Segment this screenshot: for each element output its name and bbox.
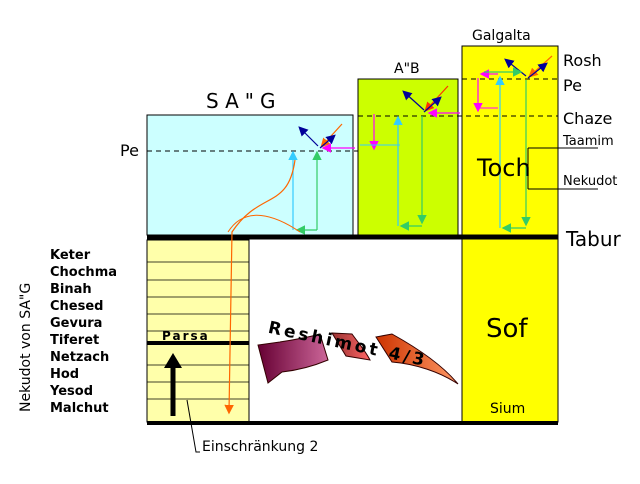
sefira-item: Keter [50, 248, 91, 263]
parsa-label: Parsa [162, 329, 210, 343]
sefira-item: Gevura [50, 316, 102, 331]
tabur-label: Tabur [565, 227, 622, 251]
pe-sag-label: Pe [120, 141, 139, 160]
sefira-item: Yesod [49, 384, 93, 399]
sefira-item: Chochma [50, 265, 117, 280]
sefira-item: Tiferet [50, 333, 99, 348]
sium-label: Sium [490, 401, 525, 417]
galgalta-title: Galgalta [472, 28, 531, 44]
sag-arrows [224, 123, 355, 415]
parsa-arrow-head [164, 353, 182, 368]
sag-box [146, 114, 354, 236]
ab-box [357, 78, 459, 236]
side-label: Nekudot von SA"G [18, 283, 34, 412]
reshimot-arrow-shape [257, 333, 329, 384]
reshimot-shapes [257, 332, 459, 385]
sefira-item: Malchut [50, 401, 109, 416]
taamim-label: Taamim [562, 134, 614, 149]
galgalta-arrows [473, 55, 553, 233]
sof-label: Sof [486, 314, 528, 344]
galgalta-box [461, 45, 559, 423]
ab-title: A"B [394, 61, 420, 77]
sefira-item: Netzach [50, 350, 109, 365]
rosh-label: Rosh [563, 51, 602, 70]
chaze-label: Chaze [563, 109, 612, 128]
restriction-pointer [186, 399, 200, 453]
toch-label: Toch [476, 154, 531, 182]
sefira-item: Hod [50, 367, 79, 382]
nekudot-label: Nekudot [563, 174, 617, 189]
pe-galgalta-label: Pe [563, 76, 582, 95]
sefira-item: Chesed [50, 299, 103, 314]
reshimot-band-2 [331, 332, 371, 361]
ab-arrows [360, 85, 460, 231]
sefirot-list: Keter Chochma Binah Chesed Gevura Tifere… [49, 248, 117, 416]
restriction-label: Einschränkung 2 [202, 439, 318, 455]
sag-title: SA"G [206, 89, 281, 113]
reshimot-band-3 [375, 333, 459, 385]
sefira-item: Binah [50, 282, 92, 297]
